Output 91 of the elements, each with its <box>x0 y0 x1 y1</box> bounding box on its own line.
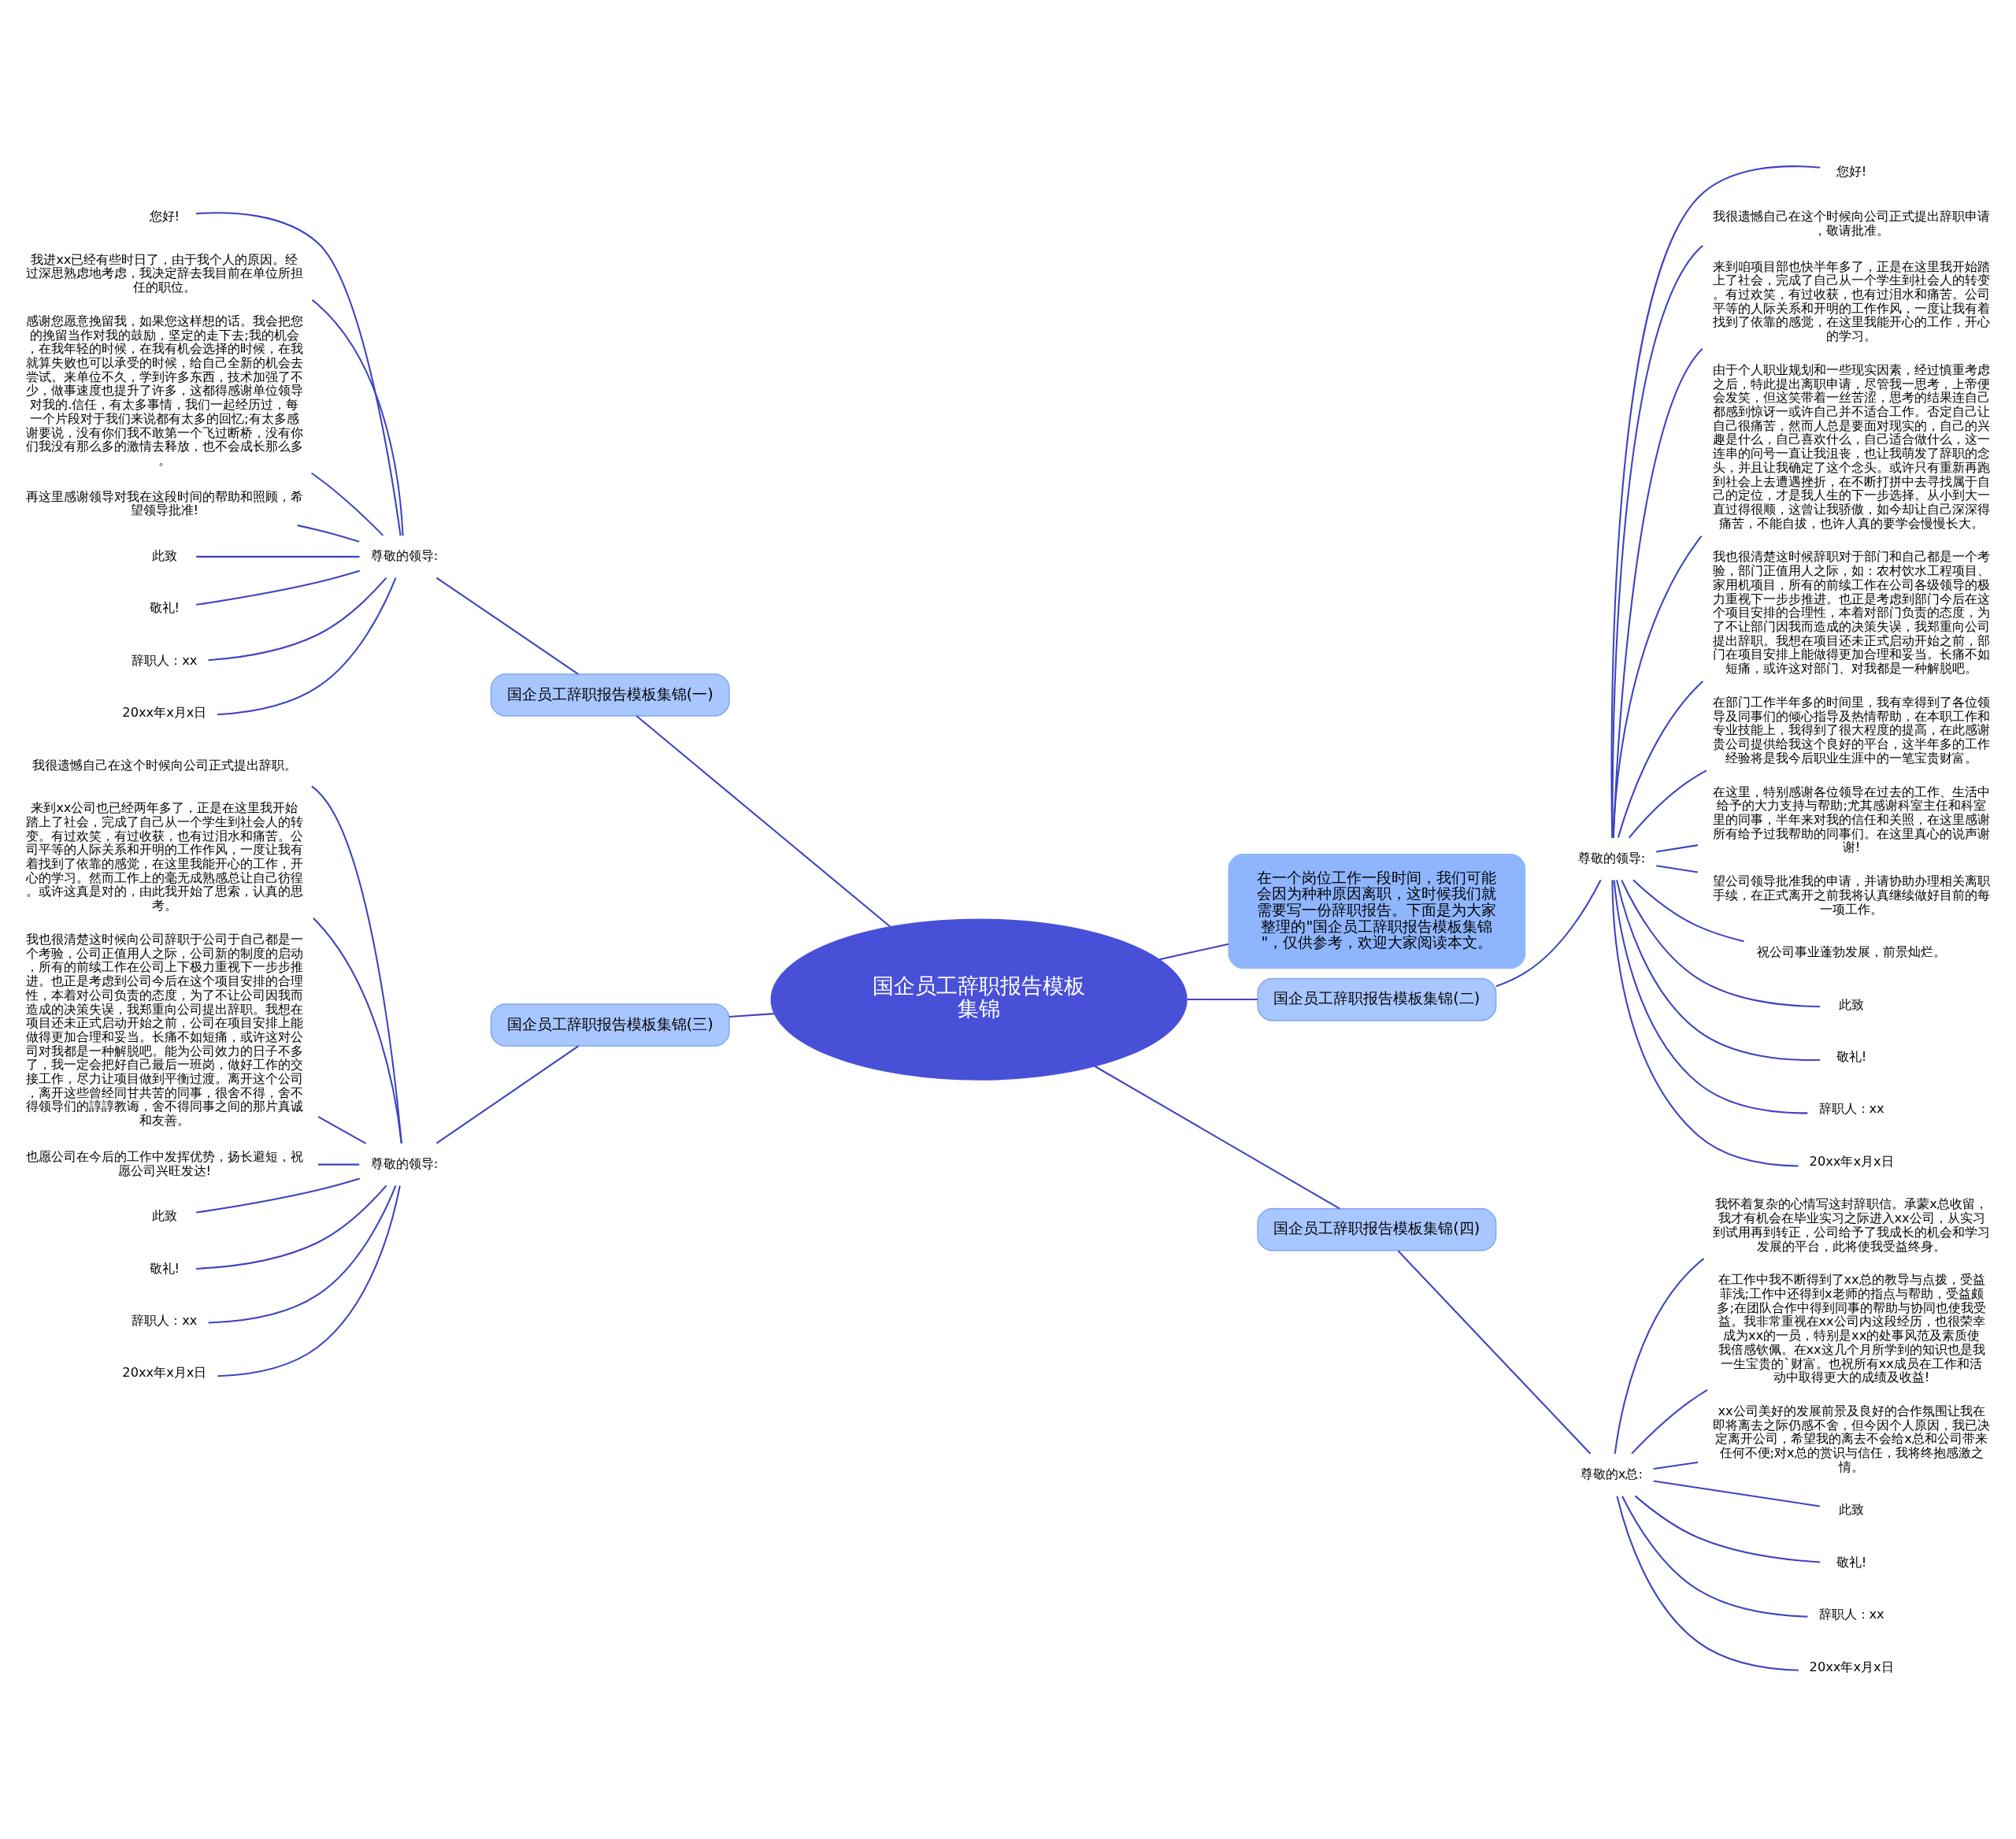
connector <box>317 1115 367 1144</box>
node-text: 您好! <box>149 208 180 224</box>
connector <box>1613 879 1808 1114</box>
connector <box>1495 879 1602 987</box>
connector <box>1621 1495 1808 1618</box>
connector <box>1187 998 1258 1000</box>
node-ellipse: 国企员工辞职报告模板集锦 <box>770 918 1188 1081</box>
node-text: 来到xx公司也已经两年多了，正是在这里我开始踏上了社会，完成了自己从一个学生到社会人的转变。有过欢笑，有过收获，也有过泪水和痛苦。公司平等的人际关系和开明的工作作风，一度让我有着找到了依靠的感觉，在这里我能开心的工作，开心的学习。然而工作上的毫无成熟感总让自己彷徨。或许这真是对的，由此我开始了思索，认真的思考。 <box>25 799 303 913</box>
connector <box>1631 1389 1708 1454</box>
connector <box>311 472 384 536</box>
node-text: 敬礼! <box>1836 1554 1867 1570</box>
node-box: 国企员工辞职报告模板集锦(二) <box>1257 977 1497 1021</box>
node-text: 尊敬的x总: <box>1580 1466 1643 1481</box>
node-text: 20xx年x月x日 <box>1809 1153 1894 1169</box>
connector <box>1634 1495 1821 1563</box>
connector <box>435 1044 580 1144</box>
connector <box>1397 1250 1592 1454</box>
node-text: 我很遗憾自己在这个时候向公司正式提出辞职。 <box>32 757 297 773</box>
node-text: 敬礼! <box>149 599 180 615</box>
connector <box>1610 165 1821 838</box>
node-box: 在一个岗位工作一段时间，我们可能会因为种种原因离职，这时候我们就需要写一份辞职报告。下面是为大家整理的"国企员工辞职报告模板集锦"，仅供参考，欢迎大家阅读本文。 <box>1228 853 1526 969</box>
node-text: 敬礼! <box>1836 1048 1867 1064</box>
node-text: 望公司领导批准我的申请，并请协助办理相关离职手续，在正式离开之前我将认真继续做好目前的每一项工作。 <box>1713 873 1991 917</box>
connector <box>728 1012 774 1018</box>
connector <box>1621 879 1820 1007</box>
node-box: 国企员工辞职报告模板集锦(一) <box>490 673 730 717</box>
node-text: 我进xx已经有些时日了，由于我个人的原因。经过深思熟虑地考虑，我决定辞去我目前在单位所担任的职位。 <box>25 251 303 295</box>
node-text: 祝公司事业蓬勃发展，前景灿烂。 <box>1757 944 1947 959</box>
node-text: xx公司美好的发展前景及良好的合作氛围让我在即将离去之际仍感不舍，但今因个人原因，我已决定离开公司，希望我的离去不会给x总和公司带来任何不便;对x总的赏识与信任，我将终抱感激之情。 <box>1713 1403 1991 1474</box>
node-text: 敬礼! <box>149 1260 180 1276</box>
node-text: 我也很清楚这时候向公司辞职于公司于自己都是一个考验，公司正值用人之际，公司新的制度的启动，所有的前续工作在公司上下极力重视下一步步推进。也正是考虑到公司今后在这个项目安排的合理性，本着对公司负责的态度，为了不让公司因我而造成的决策失误，我郑重向公司提出辞职。我想在项目还未正式启动开始之前，公司在项目安排上能做得更加合理和妥当。长痛不如短痛，或许这对公司对我都是一种解脱吧。能为公司效力的日子不多了，我一定会把好自己最后一班岗，做好工作的交接工作，尽力让项目做到平衡过渡。离开这个公司，离开这些曾经同甘共苦的同事，很舍不得，舍不得领导们的諄諄教诲，舍不得同事之间的那片真诚和友善。 <box>25 931 303 1128</box>
connector <box>1616 1496 1799 1671</box>
node-text: 我怀着复杂的心情写这封辞职信。承蒙x总收留，我才有机会在毕业实习之际进入xx公司，从实习到试用再到转正，公司给予了我成长的机会和学习发展的平台，此将使我受益终身。 <box>1713 1196 1991 1254</box>
connector <box>297 524 360 543</box>
connector <box>208 1185 397 1324</box>
connector <box>1612 535 1703 838</box>
connector <box>195 1177 360 1214</box>
connector <box>1653 1461 1699 1470</box>
node-text: 再这里感谢领导对我在这段时间的帮助和照顾，希望领导批准! <box>25 488 303 517</box>
node-box: 国企员工辞职报告模板集锦(四) <box>1257 1207 1497 1251</box>
connector <box>1611 244 1703 838</box>
node-text: 尊敬的领导: <box>370 1155 439 1171</box>
connector <box>313 917 402 1144</box>
connector <box>1159 943 1229 960</box>
connector <box>1095 1065 1340 1210</box>
node-text: 在这里，特别感谢各位领导在过去的工作、生活中给予的大力支持与帮助;尤其感谢科室主任和科室里的同事，半年来对我的信任和关照，在这里感谢所有给予过我帮助的同事们。在这里真心的说声谢谢! <box>1713 784 1991 855</box>
connector <box>195 569 360 606</box>
connector <box>1656 843 1698 853</box>
connector <box>1611 879 1799 1166</box>
connector <box>636 714 891 927</box>
node-text: 我也很清楚这时候辞职对于部门和自己都是一个考验，部门正值用人之际，如：农村饮水工程项目、家用机项目，所有的前续工作在公司各级领导的极力重视下一步步推进。也正是考虑到部门今后在这个项目安排的合理性，本着对部门负责的态度，为了不让部门因我而造成的决策失误，我郑重向公司提出辞职。我想在项目还未正式启动开始之前，部门在项目安排上能做得更加合理和妥当。长痛不如短痛，或许这对部门、对我都是一种解脱吧。 <box>1713 548 1991 676</box>
connector <box>1612 347 1703 838</box>
node-text: 20xx年x月x日 <box>1809 1659 1894 1674</box>
node-text: 辞职人：xx <box>132 1312 198 1328</box>
connector <box>1616 879 1821 1061</box>
connector <box>195 211 402 536</box>
node-text: 20xx年x月x日 <box>122 704 207 720</box>
connector <box>1614 1257 1705 1454</box>
node-text: 尊敬的领导: <box>370 547 439 563</box>
node-text: 20xx年x月x日 <box>122 1364 207 1380</box>
connector <box>1632 879 1744 942</box>
node-text: 您好! <box>1836 163 1867 179</box>
node-text: 来到咱项目部也快半年多了，正是在这里我开始踏上了社会，完成了自己从一个学生到社会人的转变。有过欢笑，有过收获，也有过泪水和痛苦。公司平等的人际关系和开明的工作作风，一度让我有着找到了依靠的感觉，在这里我能开心的工作，开心的学习。 <box>1713 258 1991 343</box>
node-text: 辞职人：xx <box>1818 1100 1884 1116</box>
connector <box>196 555 360 558</box>
node-text: 在工作中我不断得到了xx总的教导与点拨，受益菲浅;工作中还得到x老师的指点与帮助，受益颇多;在团队合作中得到同事的帮助与协同也使我受益。我非常重视在xx公司内这段经历，也很荣幸成为xx的一员，特别是xx的处事风范及素质使我倍感钦佩。在xx这几个月所学到的知识也是我一生宝贵的`财富。也祝所有xx成员在工作和活动中取得更大的成绩及收益! <box>1717 1271 1986 1385</box>
connector <box>1617 680 1704 838</box>
node-text: 此致 <box>1839 1501 1865 1517</box>
connector <box>1628 769 1707 838</box>
node-text: 辞职人：xx <box>1818 1606 1884 1622</box>
connector <box>311 298 404 536</box>
node-text: 我很遗憾自己在这个时候向公司正式提出辞职申请，敬请批准。 <box>1713 208 1991 238</box>
connector <box>1653 1479 1821 1507</box>
node-text: 此致 <box>1839 996 1865 1012</box>
node-text: 此致 <box>151 547 177 563</box>
connector <box>208 577 387 661</box>
node-text: 也愿公司在今后的工作中发挥优势，扬长避短，祝愿公司兴旺发达! <box>25 1148 303 1178</box>
node-text: 尊敬的领导: <box>1577 850 1646 866</box>
connector <box>1656 864 1698 873</box>
connector <box>217 577 397 715</box>
connector <box>195 1185 387 1270</box>
node-text: 由于个人职业规划和一些现实因素，经过慎重考虑之后，特此提出离职申请，尽管我一思考，上帝便会发笑，但这笑带着一丝苦涩，思考的结果连自己都感到惊讶一或许自己并不适合工作。否定自己让自己很痛苦，然而人总是要面对现实的，自己的兴趣是什么，自己喜欢什么，自己适合做什么，这一连串的问号一直让我沮丧，也让我萌发了辞职的念头，并且让我确定了这个念头。或许只有重新再跑到社会上去遭遇挫折，在不断打拼中去寻找属于自己的定位，才是我人生的下一步选择。从小到大一直过得很顺，这曾让我骄傲，如今却让自己深深得痛苦，不能自拔，也许人真的要学会慢慢长大。 <box>1713 361 1991 531</box>
node-box: 国企员工辞职报告模板集锦(三) <box>490 1003 730 1047</box>
connector <box>217 1185 401 1377</box>
node-text: 辞职人：xx <box>132 652 198 668</box>
connector <box>318 1163 360 1166</box>
connector <box>435 577 579 675</box>
connector <box>311 785 402 1144</box>
node-text: 此致 <box>151 1207 177 1223</box>
node-text: 感谢您愿意挽留我，如果您这样想的话。我会把您的挽留当作对我的鼓励，坚定的走下去;我的机会，在我年轻的时候，在我有机会选择的时候，在我就算失败也可以承受的时候，给自己全新的机会去尝试。来单位不久，学到许多东西，技术加强了不少，做事速度也提升了许多，这都得感谢单位领导对我的.信任，有太多事情，我们一起经历过，每一个片段对于我们来说都有太多的回忆;有太多感谢要说，没有你们我不敢第一个飞过断桥，没有你们我没有那么多的激情去释放，也不会成长那么多。 <box>25 313 303 468</box>
node-text: 在部门工作半年多的时间里，我有幸得到了各位领导及同事们的倾心指导及热情帮助，在本职工作和专业技能上，我得到了很大程度的提高，在此感谢贵公司提供给我这个良好的平台，这半年多的工作经验将是我今后职业生涯中的一笔宝贵财富。 <box>1713 694 1991 766</box>
